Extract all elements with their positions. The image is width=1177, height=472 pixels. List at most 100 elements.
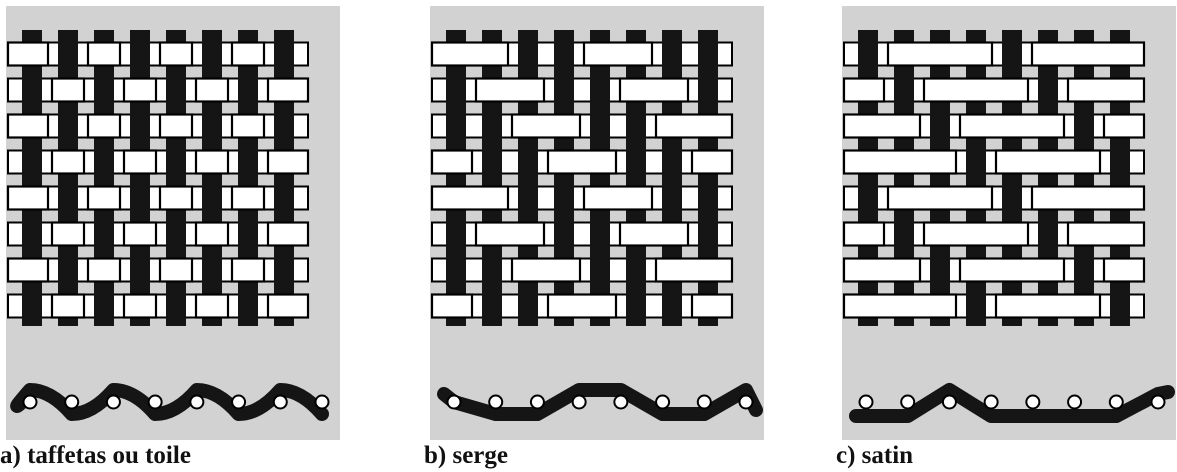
cross-section-warp [437,383,763,421]
warp-crossing [22,76,42,104]
weft-float [86,185,122,211]
weft-float [1030,185,1146,211]
warp-yarn [130,30,150,326]
warp-crossing [662,40,682,68]
weft-float [842,293,958,319]
warp-crossing [58,256,78,284]
cross-section-weft [941,394,957,410]
weft-float [50,293,86,319]
warp-crossing [482,256,502,284]
warp-yarn [894,30,914,326]
weft-float [6,257,50,283]
weft-float [194,149,230,175]
warp-crossing [966,148,986,176]
weft-float [158,41,194,67]
warp-crossing [662,184,682,212]
cross-section-weft [1150,394,1166,410]
warp-crossing [1074,112,1094,140]
weft-float [230,257,266,283]
weft-float [230,113,266,139]
weft-float [230,185,266,211]
warp-crossing [518,292,538,320]
weft-float [430,149,474,175]
weft-float [654,257,734,283]
warp-yarn [698,30,718,326]
warp-crossing [1110,148,1130,176]
warp-yarn [94,30,114,326]
warp-crossing [446,76,466,104]
weft-float [6,185,50,211]
warp-crossing [58,40,78,68]
weft-float [1102,257,1146,283]
warp-crossing [554,76,574,104]
warp-crossing [1002,40,1022,68]
warp-crossing [130,112,150,140]
weft-float [474,221,546,247]
warp-crossing [482,112,502,140]
cross-section-weft [147,394,163,410]
weft-float [958,113,1066,139]
warp-yarn [662,30,682,326]
warp-crossing [698,76,718,104]
weft-float [546,293,618,319]
warp-crossing [554,40,574,68]
weft-float [122,77,158,103]
warp-yarn [274,30,294,326]
caption-satin: c) satin [836,442,914,469]
warp-yarn [626,30,646,326]
warp-crossing [274,256,294,284]
warp-crossing [238,76,258,104]
weft-float [842,257,922,283]
warp-crossing [894,76,914,104]
weft-float [86,257,122,283]
warp-yarn [58,30,78,326]
warp-crossing [858,184,878,212]
warp-yarn [930,30,950,326]
cross-section-weft [488,394,504,410]
weft-float [510,113,582,139]
warp-crossing [22,148,42,176]
warp-crossing [1038,76,1058,104]
weft-float [842,113,922,139]
warp-crossing [94,220,114,248]
weft-float [194,221,230,247]
warp-crossing [202,184,222,212]
cross-section-weft [64,394,80,410]
cross-section [10,383,330,421]
warp-crossing [554,220,574,248]
weft-float [474,77,546,103]
warp-crossing [202,256,222,284]
warp-crossing [590,256,610,284]
warp-crossing [130,184,150,212]
weft-float [1102,113,1146,139]
weft-float [50,221,86,247]
cross-section-weft [189,394,205,410]
weft-float [50,77,86,103]
caption-twill: b) serge [424,442,508,469]
weft-float [1066,221,1146,247]
weft-float [266,221,310,247]
cross-section-weft [529,394,545,410]
warp-crossing [94,148,114,176]
warp-yarn [858,30,878,326]
weft-float [158,113,194,139]
warp-crossing [930,112,950,140]
warp-crossing [626,292,646,320]
weft-float [922,221,1030,247]
weft-float [510,257,582,283]
cross-section-weft [272,394,288,410]
weft-float [886,185,994,211]
warp-crossing [238,148,258,176]
cross-section [437,383,763,421]
weft-float [994,293,1102,319]
weft-float [842,77,886,103]
cross-section-weft [900,394,916,410]
warp-crossing [274,112,294,140]
weft-float [430,41,510,67]
warp-crossing [698,40,718,68]
warp-yarn [166,30,186,326]
weft-float [266,77,310,103]
warp-crossing [894,220,914,248]
warp-crossing [698,220,718,248]
warp-yarn [1074,30,1094,326]
